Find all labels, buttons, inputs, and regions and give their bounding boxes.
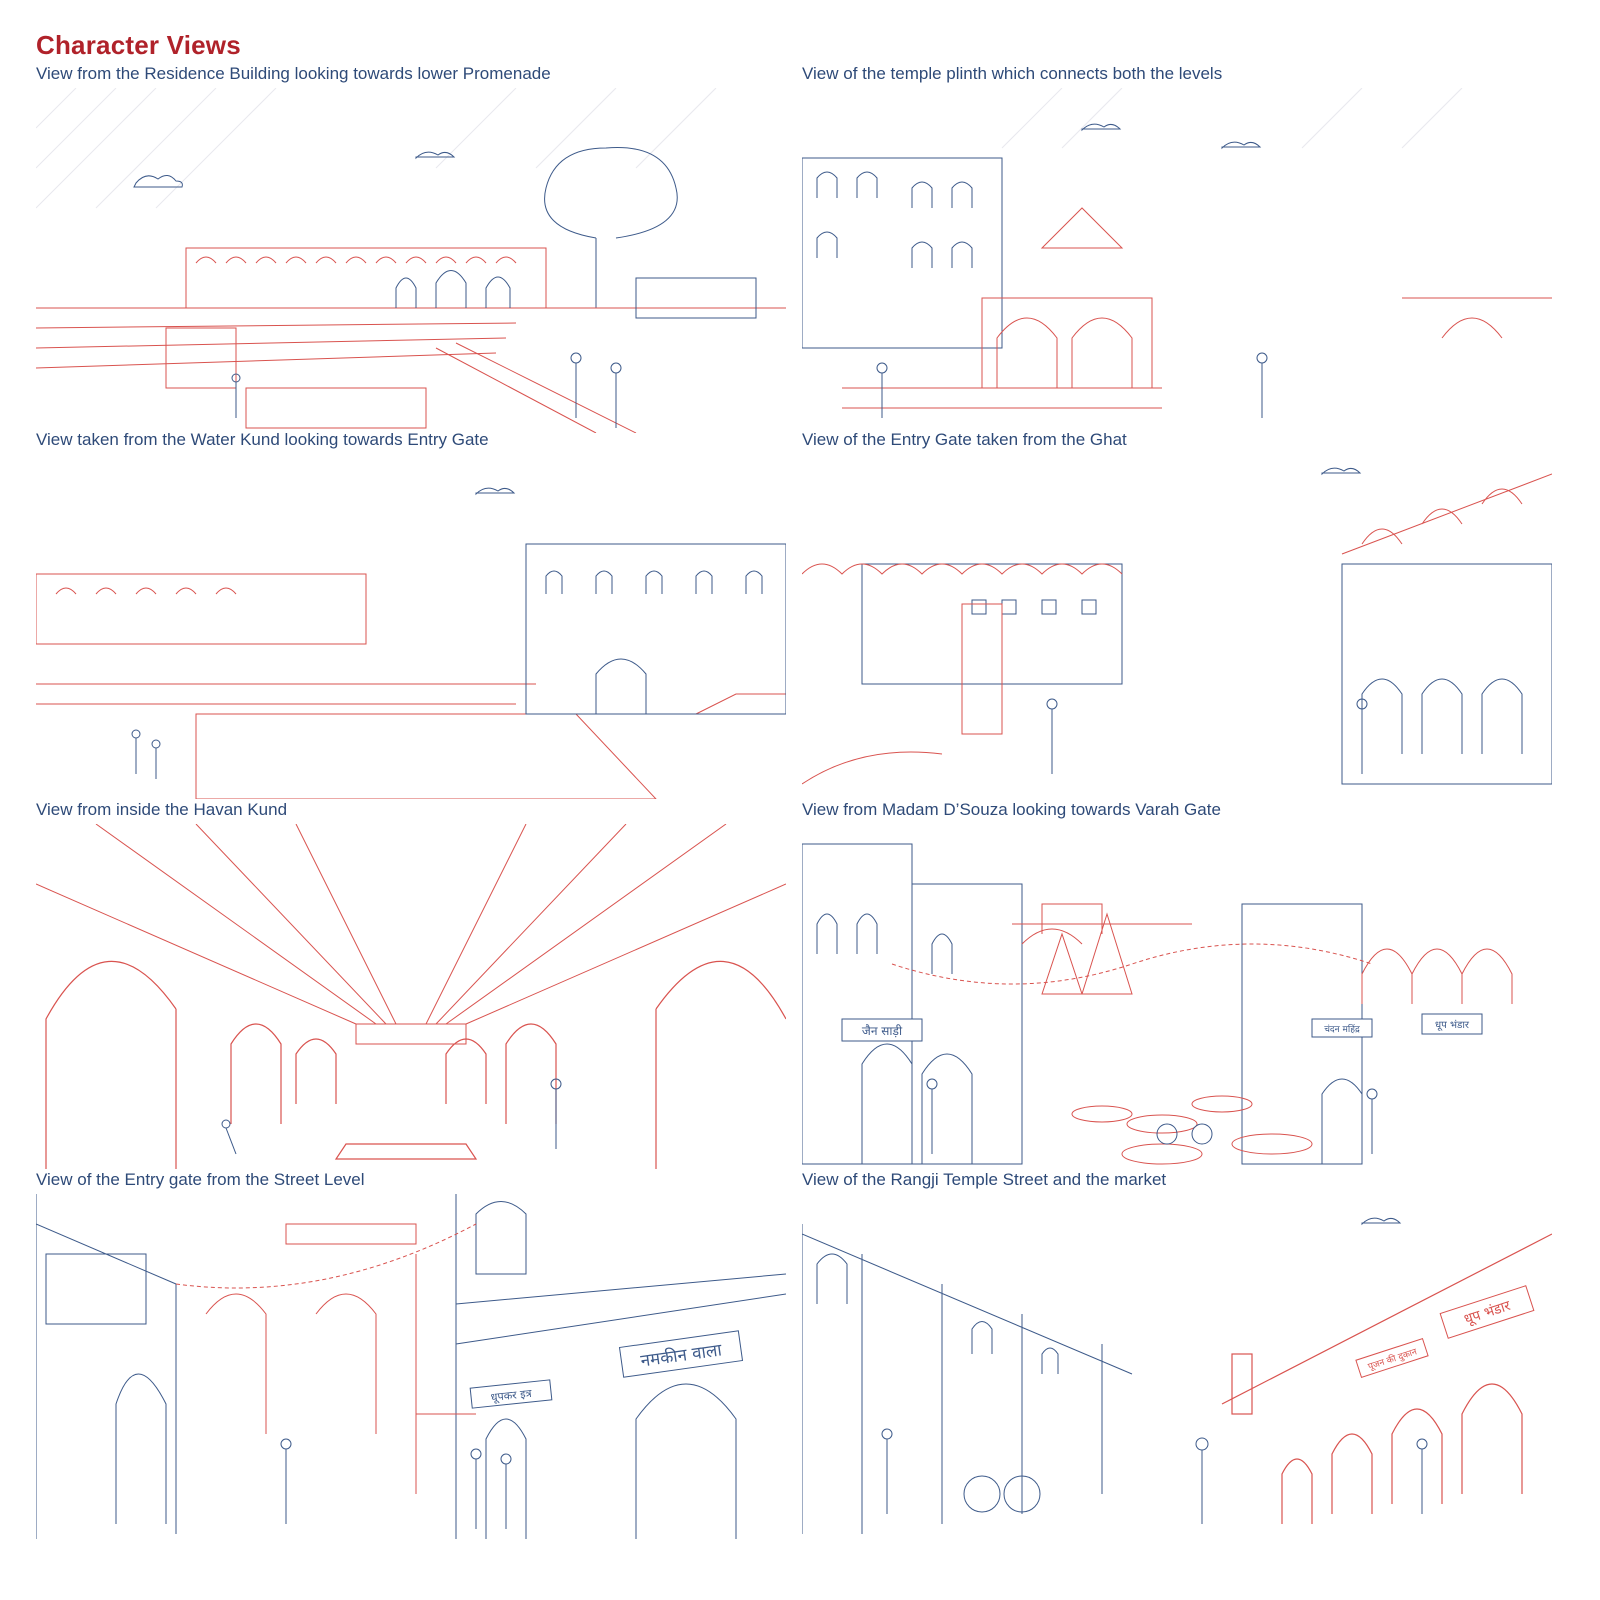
cloud-icon [475, 487, 516, 496]
sign-namkeen: नमकीन वाला [618, 1330, 744, 1378]
people-figures [881, 1428, 1428, 1524]
view-caption-6: View from Madam D’Souza looking towards … [802, 800, 1221, 819]
temple-plinth-red [842, 207, 1552, 409]
view-caption-4: View of the Entry Gate taken from the Gh… [802, 430, 1127, 449]
sign-chandan: चंदन महिंद्र [1311, 1018, 1373, 1038]
shop-sign-2: चंदन महिंद्र [1324, 1023, 1360, 1035]
sketch-water-kund [36, 454, 786, 799]
shop-sign-2: धूपकर इत्र [490, 1387, 533, 1405]
arcade-red [36, 573, 786, 799]
temple-domes-blue [395, 270, 757, 319]
page-title: Character Views [36, 30, 241, 60]
sign-jain-saree: जैन साड़ी [841, 1018, 923, 1042]
cloud-icon [133, 151, 456, 188]
cloud-icon [1321, 467, 1362, 476]
sign-dhoop: धूप भंडार [1421, 1013, 1483, 1035]
people-figures [231, 352, 622, 428]
sign-dhoop-bhandar: धूप भंडार [1439, 1285, 1535, 1339]
sketch-temple-plinth [802, 88, 1552, 433]
view-caption-7: View of the Entry gate from the Street L… [36, 1170, 365, 1189]
view-caption-5: View from inside the Havan Kund [36, 800, 288, 819]
gate-red [891, 903, 1513, 1165]
building-right-blue [525, 543, 786, 715]
shop-sign-1: जैन साड़ी [862, 1024, 903, 1038]
sketch-entry-street: नमकीन वाला धूपकर इत्र [36, 1194, 786, 1539]
tree-icon [544, 147, 678, 308]
view-caption-3: View taken from the Water Kund looking t… [36, 430, 489, 449]
people-figures [876, 352, 1268, 418]
hatch-sky [36, 88, 717, 209]
arcade-red [1221, 1233, 1552, 1524]
sketch-rangji-street: धूप भंडार पूजन की दुकान [802, 1194, 1552, 1539]
sketch-havan-kund [36, 824, 786, 1169]
arcade-red [36, 247, 786, 433]
people-figures [1046, 698, 1368, 774]
view-caption-2: View of the temple plinth which connects… [802, 64, 1223, 83]
sketch-residence-promenade [36, 88, 786, 433]
buildings-blue [802, 843, 1363, 1165]
cloud-icon [1361, 1217, 1402, 1226]
sign-pujan-shop: पूजन की दुकान [1355, 1337, 1429, 1379]
shop-sign-3: धूप भंडार [1435, 1019, 1470, 1031]
cloud-icon [1081, 123, 1262, 150]
building-left-blue [802, 1224, 1133, 1534]
arches-red [45, 960, 786, 1169]
roof-rafters [36, 824, 786, 1045]
people-figures [221, 1078, 562, 1155]
view-caption-8: View of the Rangji Temple Street and the… [802, 1170, 1167, 1189]
sketch-madam-dsouza: जैन साड़ी चंदन महिंद्र धूप भंडार [802, 824, 1552, 1169]
gate-red [802, 473, 1552, 785]
people-figures [280, 1438, 512, 1529]
sketch-entry-gate-ghat [802, 454, 1552, 799]
people-figures [131, 729, 161, 779]
street-left-blue [36, 1194, 177, 1539]
sign-dhoopkar: धूपकर इत्र [469, 1379, 553, 1409]
building-right-blue [455, 1194, 786, 1539]
people-figures [926, 1078, 1378, 1154]
buildings-blue [861, 563, 1552, 785]
view-caption-1: View from the Residence Building looking… [36, 64, 551, 83]
building-left-blue [802, 157, 1003, 349]
gate-red [175, 1223, 477, 1494]
